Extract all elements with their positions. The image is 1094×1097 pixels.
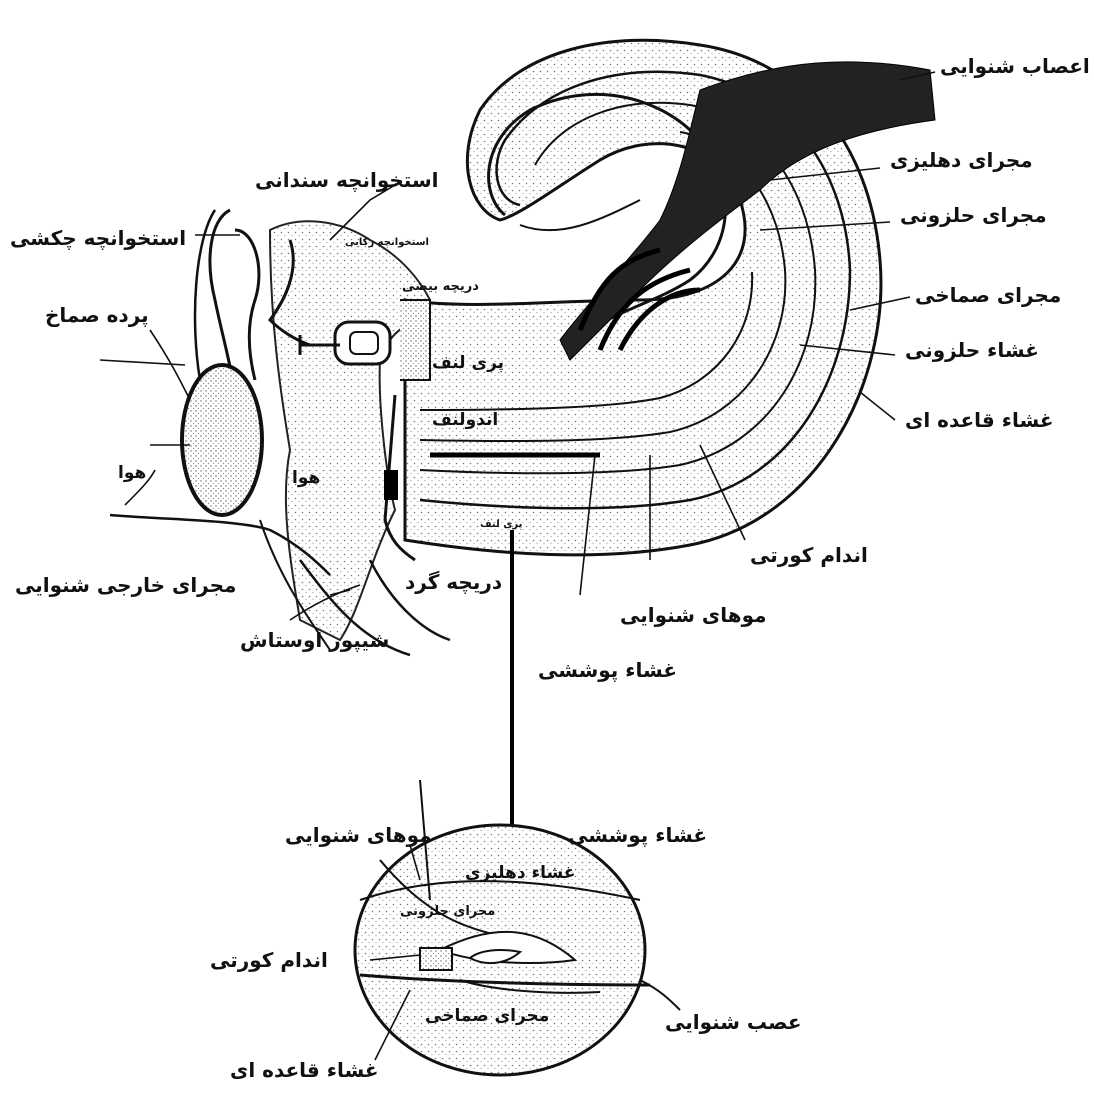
label-stapes: استخوانچه رکابی [345, 238, 429, 248]
label-round-window: دریچه گرد [405, 572, 502, 592]
label-malleus: استخوانچه چکشی [10, 228, 186, 248]
detail-label-organ-of-corti: اندام کورتی [210, 950, 328, 970]
label-perilymph-lower: پری لنف [480, 520, 522, 530]
detail-label-auditory-nerve: عصب شنوایی [665, 1012, 801, 1032]
label-tectorial-membrane: غشاء پوششی [538, 660, 677, 680]
detail-label-auditory-hairs: موهای شنوایی [285, 825, 432, 845]
label-auditory-nerves: اعصاب شنوایی [940, 56, 1090, 76]
label-vestibular-duct: مجرای دهلیزی [890, 150, 1033, 170]
detail-label-vestibular-membrane: غشاء دهلیزی [465, 865, 575, 882]
label-eardrum: پرده صماخ [45, 305, 149, 325]
label-eustachian-tube: شیپور اوستاش [240, 630, 389, 650]
label-external-canal: مجرای خارجی شنوایی [15, 575, 236, 595]
detail-label-cochlear-duct: مجرای حلزونی [400, 905, 495, 918]
label-oval-window: دریچه بیضی [402, 280, 479, 293]
detail-label-tympanic-duct: مجرای صماخی [425, 1008, 549, 1025]
label-air-left: هوا [118, 465, 146, 482]
label-air-middle: هوا [292, 470, 320, 487]
detail-label-basilar-membrane: غشاء قاعده ای [230, 1060, 379, 1080]
label-organ-of-corti: اندام کورتی [750, 545, 868, 565]
detail-label-tectorial-membrane: غشاء پوششی [568, 825, 707, 845]
organ-of-corti-detail [420, 948, 452, 970]
eardrum [182, 365, 262, 515]
label-perilymph: پری لنف [432, 355, 504, 372]
oval-window [400, 300, 430, 380]
label-tympanic-duct: مجرای صماخی [915, 285, 1061, 305]
label-auditory-hairs: موهای شنوایی [620, 605, 767, 625]
label-cochlear-duct: مجرای حلزونی [900, 205, 1047, 225]
label-endolymph: اندولنف [432, 412, 498, 429]
label-cochlear-membrane: غشاء حلزونی [905, 340, 1039, 360]
label-incus: استخوانچه سندانی [255, 170, 439, 190]
label-basilar-membrane: غشاء قاعده ای [905, 410, 1054, 430]
